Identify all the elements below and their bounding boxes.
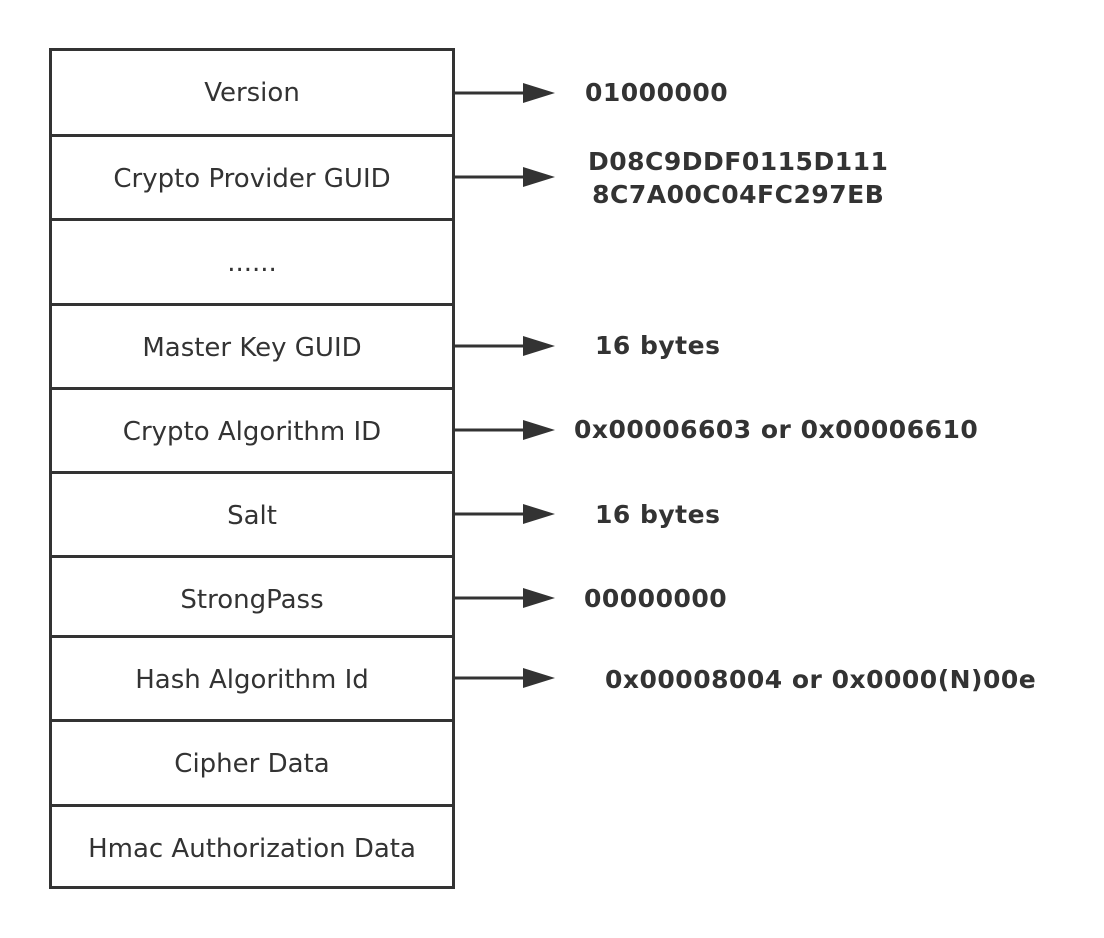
value-crypto-provider-guid: D08C9DDF0115D111 8C7A00C04FC297EB xyxy=(588,145,888,211)
field-version: Version xyxy=(204,78,300,108)
row-divider xyxy=(52,719,452,722)
row-divider xyxy=(52,218,452,221)
row-divider xyxy=(52,471,452,474)
row-divider xyxy=(52,303,452,306)
field-hash-algorithm-id: Hash Algorithm Id xyxy=(135,665,369,695)
value-salt: 16 bytes xyxy=(595,500,721,529)
value-crypto-algorithm-id: 0x00006603 or 0x00006610 xyxy=(574,415,979,444)
row-divider xyxy=(52,134,452,137)
field-cipher-data: Cipher Data xyxy=(174,749,330,779)
field-master-key-guid: Master Key GUID xyxy=(142,333,362,363)
arrow-crypto-provider-guid xyxy=(455,167,555,187)
arrow-crypto-algorithm-id xyxy=(455,420,555,440)
row-divider xyxy=(52,387,452,390)
row-divider xyxy=(52,635,452,638)
arrow-master-key-guid xyxy=(455,336,555,356)
field-crypto-provider-guid: Crypto Provider GUID xyxy=(113,164,391,194)
field-crypto-algorithm-id: Crypto Algorithm ID xyxy=(122,417,382,447)
value-crypto-provider-guid-line-2: 8C7A00C04FC297EB xyxy=(592,180,885,209)
structure-table: Version Crypto Provider GUID ...... Mast… xyxy=(49,48,455,889)
field-hmac-authorization-data: Hmac Authorization Data xyxy=(88,834,416,864)
row-divider xyxy=(52,555,452,558)
row-divider xyxy=(52,804,452,807)
field-salt: Salt xyxy=(227,501,277,531)
field-strongpass: StrongPass xyxy=(180,585,324,615)
value-version: 01000000 xyxy=(585,78,729,107)
field-ellipsis: ...... xyxy=(227,248,277,278)
value-hash-algorithm-id: 0x00008004 or 0x0000(N)00e xyxy=(605,665,1037,694)
arrow-hash-algorithm-id xyxy=(455,668,555,688)
value-strongpass: 00000000 xyxy=(584,584,728,613)
arrow-strongpass xyxy=(455,588,555,608)
arrow-salt xyxy=(455,504,555,524)
value-crypto-provider-guid-line-1: D08C9DDF0115D111 xyxy=(588,147,889,176)
arrow-version xyxy=(455,83,555,103)
value-master-key-guid: 16 bytes xyxy=(595,331,721,360)
